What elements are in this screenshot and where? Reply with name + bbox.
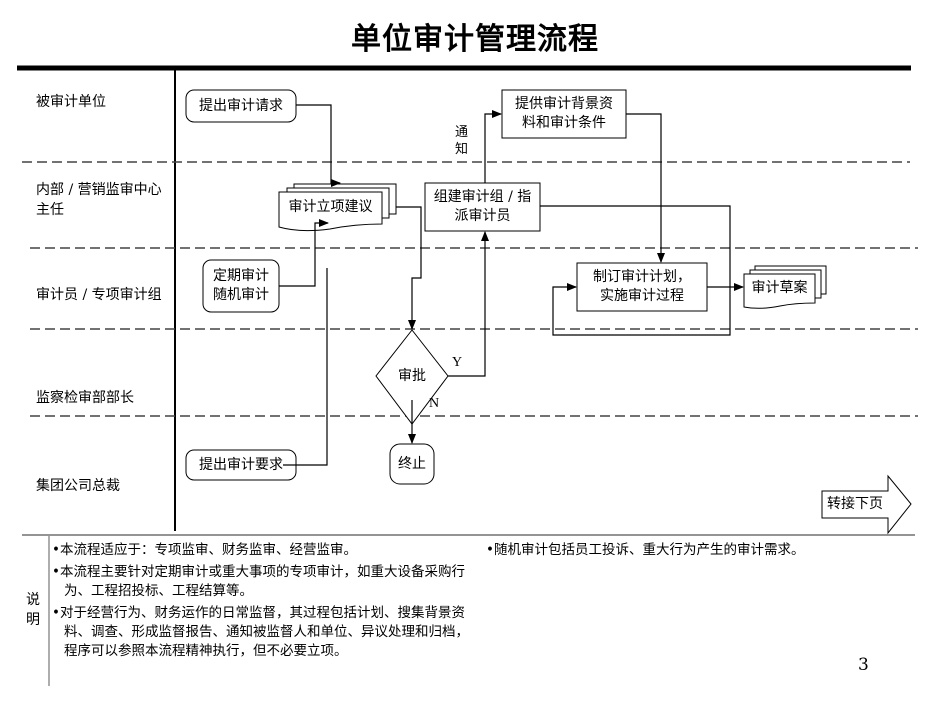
node-audit-draft-shape bbox=[743, 265, 827, 309]
node-form-team[interactable]: 组建审计组 / 指派审计员 bbox=[433, 189, 532, 224]
node-provide-materials[interactable]: 提供审计背景资料和审计条件 bbox=[515, 96, 613, 131]
node-president-request[interactable]: 提出审计要求 bbox=[199, 456, 283, 473]
node-make-plan[interactable]: 制订审计计划，实施审计过程 bbox=[593, 269, 691, 304]
note-item: •本流程主要针对定期审计或重大事项的专项审计，如重大设备采购行为、工程招投标、工… bbox=[52, 564, 465, 599]
node-provide-materials-shape bbox=[501, 89, 627, 139]
next-page-button[interactable]: 转接下页 bbox=[827, 496, 883, 512]
edge-request-to-proposal bbox=[296, 104, 341, 187]
node-terminate-shape bbox=[389, 443, 435, 485]
lane-boundaries bbox=[22, 161, 918, 417]
edge-periodic-to-proposal bbox=[279, 219, 329, 287]
edge-president-to-approve bbox=[283, 268, 328, 466]
lane-label-center-director: 内部 / 营销监审中心主任 bbox=[36, 182, 162, 218]
next-page-arrow-shape[interactable] bbox=[821, 474, 912, 535]
notes-list: •本流程适应于：专项监审、财务监审、经营监审。 •本流程主要针对定期审计或重大事… bbox=[52, 541, 482, 664]
node-project-proposal-shape bbox=[278, 183, 397, 232]
node-request-audit[interactable]: 提出审计请求 bbox=[199, 97, 283, 114]
lane-label-dept-head: 监察检审部部长 bbox=[36, 390, 134, 406]
edge-proposal-to-approve bbox=[396, 206, 422, 330]
page-number: 3 bbox=[858, 655, 869, 675]
node-periodic-random[interactable]: 定期审计 随机审计 bbox=[213, 268, 269, 303]
node-make-plan-shape bbox=[576, 262, 708, 312]
lane-label-president: 集团公司总裁 bbox=[36, 478, 120, 494]
node-project-proposal[interactable]: 审计立项建议 bbox=[288, 198, 373, 215]
notes-side-label: 说明 bbox=[26, 592, 40, 628]
node-request-audit-shape bbox=[185, 89, 297, 123]
connectors bbox=[279, 104, 744, 466]
page-title: 单位审计管理流程 bbox=[351, 22, 599, 57]
edge-materials-to-plan bbox=[626, 113, 665, 263]
edge-label-no: N bbox=[429, 396, 440, 411]
edge-approve-yes-to-team bbox=[448, 231, 489, 377]
lane-label-auditor: 审计员 / 专项审计组 bbox=[36, 287, 162, 303]
node-form-team-shape bbox=[424, 182, 541, 232]
node-audit-draft[interactable]: 审计草案 bbox=[751, 279, 808, 296]
edge-team-to-plan-loop bbox=[540, 205, 731, 336]
edge-label-notify: 通知 bbox=[455, 125, 469, 157]
edge-label-yes: Y bbox=[452, 355, 463, 370]
lane-label-audited-unit: 被审计单位 bbox=[36, 94, 106, 110]
edge-team-notify-to-materials bbox=[484, 110, 502, 183]
node-terminate[interactable]: 终止 bbox=[398, 455, 426, 472]
note-item: •本流程适应于：专项监审、财务监审、经营监审。 bbox=[52, 542, 357, 558]
note-random-audit: •随机审计包括员工投诉、重大行为产生的审计需求。 bbox=[486, 542, 805, 558]
node-approve[interactable]: 审批 bbox=[398, 367, 426, 384]
note-item: •对于经营行为、财务运作的日常监督，其过程包括计划、搜集背景资料、调查、形成监督… bbox=[52, 605, 469, 659]
